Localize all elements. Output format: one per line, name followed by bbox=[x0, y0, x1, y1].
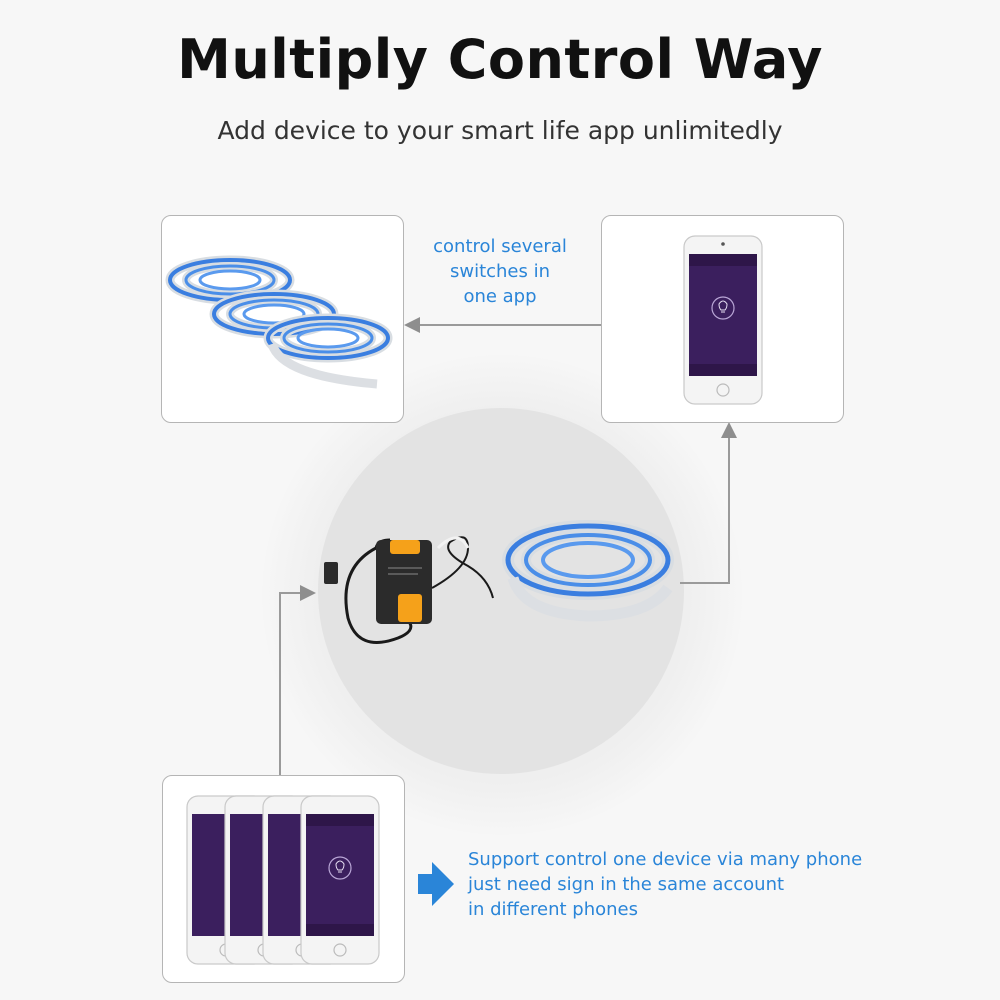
note-line: one app bbox=[463, 286, 537, 307]
smartphone-image bbox=[683, 235, 763, 405]
led-strips-image bbox=[165, 255, 393, 389]
arrow-head-icon bbox=[300, 585, 316, 601]
note-line: switches in bbox=[449, 261, 551, 282]
lightbulb-icon bbox=[718, 300, 728, 313]
arrow-head-icon bbox=[721, 422, 737, 438]
strips-card bbox=[161, 215, 404, 423]
arrow-line-phones-to-controller bbox=[279, 592, 302, 775]
blue-pointer-icon bbox=[418, 862, 454, 906]
lightbulb-icon bbox=[335, 860, 345, 873]
controller-and-strip-image bbox=[324, 520, 674, 644]
arrow-head-icon bbox=[404, 317, 420, 333]
multiple-smartphones-image bbox=[186, 795, 380, 965]
power-cable bbox=[344, 546, 413, 644]
note-line: Support control one device via many phon… bbox=[468, 849, 863, 870]
smartphone-4 bbox=[300, 795, 380, 965]
note-support-control: Support control one device via many phon… bbox=[468, 847, 888, 922]
led-strip-reel-center bbox=[502, 520, 674, 622]
note-line: in different phones bbox=[468, 899, 639, 920]
note-control-several: control several switches in one app bbox=[420, 234, 580, 309]
phone-card bbox=[601, 215, 844, 423]
page-subtitle: Add device to your smart life app unlimi… bbox=[217, 116, 783, 145]
note-line: control several bbox=[433, 236, 567, 257]
note-line: just need sign in the same account bbox=[468, 874, 785, 895]
page-title: Multiply Control Way bbox=[177, 28, 823, 91]
phones-card bbox=[162, 775, 405, 983]
power-plug bbox=[324, 562, 338, 584]
led-strip-reel-3 bbox=[263, 313, 393, 389]
output-wire bbox=[431, 536, 494, 599]
led-strip-reel-1 bbox=[165, 255, 295, 305]
arrow-line-strip-to-app bbox=[680, 438, 730, 584]
